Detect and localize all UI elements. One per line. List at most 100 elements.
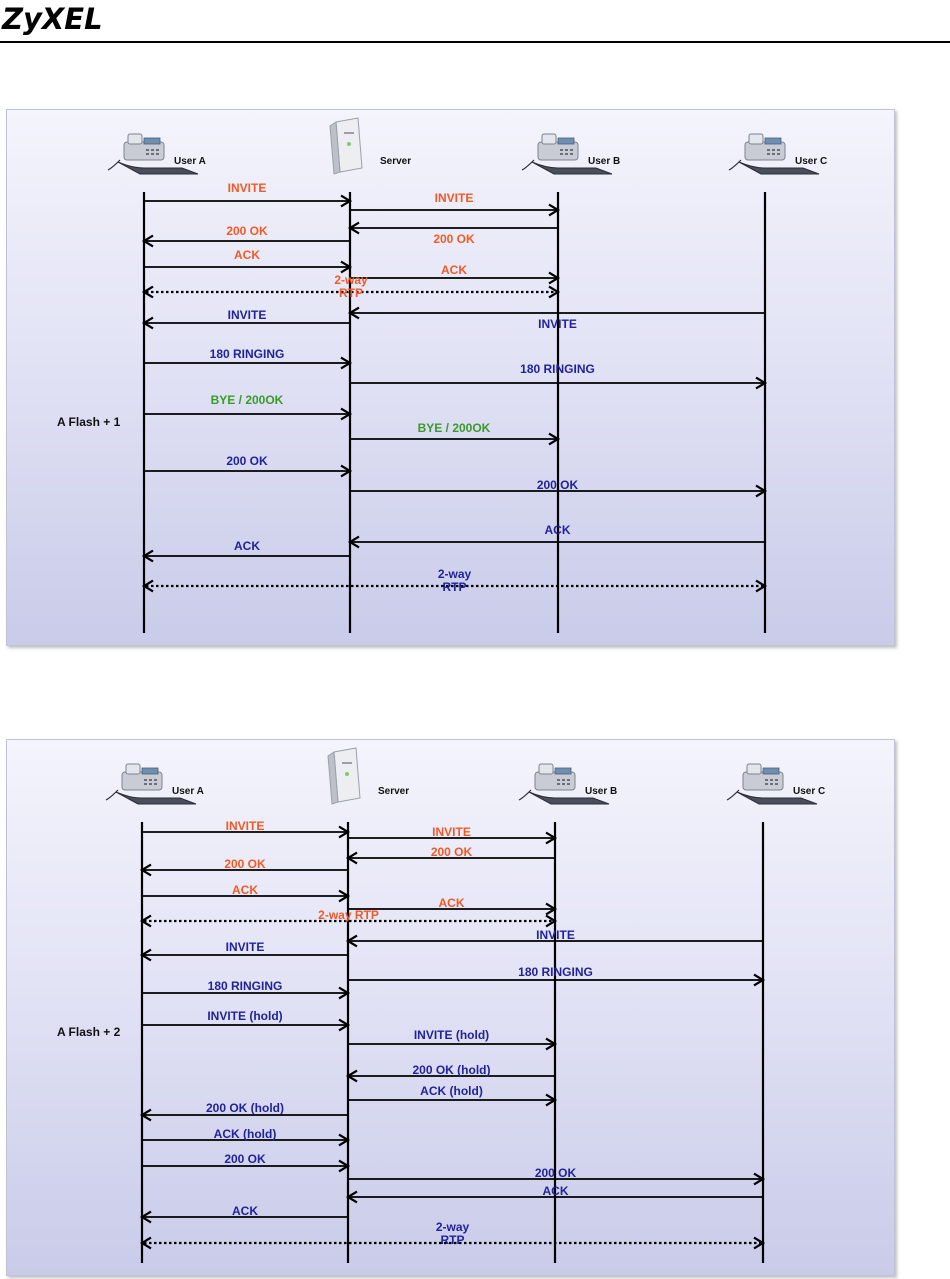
message-arrow: 200 OK bbox=[347, 221, 558, 246]
message-label: ACK bbox=[232, 883, 258, 897]
message-arrow: INVITE bbox=[347, 306, 765, 331]
message-arrow: 200 OK bbox=[348, 1166, 766, 1186]
message-arrow: ACK bbox=[348, 896, 558, 916]
desk-phone-icon bbox=[726, 763, 818, 805]
message-arrow: 200 OK bbox=[345, 845, 555, 865]
message-arrow: 200 OK (hold) bbox=[139, 1101, 348, 1122]
message-arrow: 200 OK bbox=[144, 454, 353, 478]
message-arrow: ACK bbox=[350, 263, 561, 285]
message-arrow: 200 OK bbox=[139, 857, 348, 877]
message-label: ACK bbox=[234, 248, 260, 262]
participant-label: User B bbox=[588, 156, 620, 167]
participant-label: User A bbox=[172, 786, 204, 797]
message-label: ACK (hold) bbox=[214, 1127, 277, 1141]
participant-label: User B bbox=[585, 786, 617, 797]
message-arrow: INVITE bbox=[139, 940, 348, 962]
message-arrow: 180 RINGING bbox=[142, 979, 351, 1000]
message-label: ACK bbox=[441, 263, 467, 277]
participant-label: Server bbox=[378, 786, 409, 797]
desk-phone-icon bbox=[105, 763, 197, 805]
message-arrow: 180 RINGING bbox=[348, 965, 766, 987]
message-arrow: INVITE bbox=[348, 825, 558, 845]
message-label: 2-way RTP bbox=[318, 908, 379, 922]
participant-label: User C bbox=[793, 786, 825, 797]
message-label: INVITE bbox=[226, 940, 265, 954]
message-arrow: 180 RINGING bbox=[350, 362, 768, 390]
message-arrow: ACK bbox=[141, 539, 350, 563]
participant-b: User B bbox=[518, 763, 617, 1263]
message-arrow: 200 OK bbox=[350, 478, 768, 498]
desk-phone-icon bbox=[521, 133, 613, 175]
message-label: 200 OK bbox=[537, 478, 579, 492]
message-label: ACK bbox=[232, 1204, 258, 1218]
message-arrow: 180 RINGING bbox=[144, 347, 353, 370]
side-note: A Flash + 2 bbox=[57, 1025, 121, 1039]
message-label: INVITE bbox=[435, 191, 474, 205]
desk-phone-icon bbox=[728, 133, 820, 175]
message-label: ACK bbox=[543, 1184, 569, 1198]
message-label: 200 OK bbox=[226, 224, 268, 238]
message-arrow: INVITE (hold) bbox=[348, 1028, 558, 1051]
message-label: ACK (hold) bbox=[420, 1084, 483, 1098]
message-arrow: BYE / 200OK bbox=[350, 421, 561, 446]
message-label: 200 OK bbox=[226, 454, 268, 468]
message-label: ACK bbox=[439, 896, 465, 910]
participant-c: User C bbox=[728, 133, 827, 633]
participant-b: User B bbox=[521, 133, 620, 633]
message-arrow: INVITE bbox=[142, 819, 351, 839]
message-label: BYE / 200OK bbox=[211, 393, 284, 407]
message-arrow: 200 OK bbox=[141, 224, 350, 248]
participant-label: Server bbox=[380, 156, 411, 167]
message-arrow: INVITE bbox=[144, 181, 353, 208]
message-label: ACK bbox=[545, 523, 571, 537]
server-tower-icon bbox=[327, 747, 361, 805]
message-label: 200 OK (hold) bbox=[412, 1063, 490, 1077]
message-label: INVITE bbox=[228, 181, 267, 195]
message-label: INVITE (hold) bbox=[207, 1009, 282, 1023]
participant-label: User C bbox=[795, 156, 827, 167]
message-arrow: ACK bbox=[347, 523, 765, 549]
message-label: INVITE bbox=[538, 317, 577, 331]
message-label: 200 OK bbox=[224, 1152, 266, 1166]
message-arrow: ACK (hold) bbox=[348, 1084, 558, 1107]
message-arrow: 200 OK bbox=[142, 1152, 351, 1173]
message-label: 200 OK bbox=[224, 857, 266, 871]
message-arrow: INVITE bbox=[345, 928, 763, 948]
server-tower-icon bbox=[329, 117, 363, 175]
message-arrow: ACK bbox=[139, 1204, 348, 1224]
message-label: 180 RINGING bbox=[518, 965, 593, 979]
message-arrow: ACK (hold) bbox=[142, 1127, 351, 1147]
participant-s: Server bbox=[329, 117, 411, 633]
sequence-diagram-svg: User A Server User B User C A Flash + 2 INVIT… bbox=[57, 747, 825, 1263]
message-arrow: 2-way RTP bbox=[139, 908, 558, 928]
message-arrow: ACK bbox=[142, 883, 351, 903]
message-label: 200 OK bbox=[535, 1166, 577, 1180]
message-label: INVITE (hold) bbox=[414, 1028, 489, 1042]
message-label: 200 OK bbox=[433, 232, 475, 246]
side-note: A Flash + 1 bbox=[57, 415, 121, 429]
message-arrow: INVITE bbox=[350, 191, 561, 217]
message-arrow: ACK bbox=[144, 248, 353, 274]
message-label: INVITE bbox=[536, 928, 575, 942]
participant-s: Server bbox=[327, 747, 409, 1263]
message-label: INVITE bbox=[226, 819, 265, 833]
message-label: 200 OK bbox=[431, 845, 473, 859]
message-label: INVITE bbox=[432, 825, 471, 839]
message-arrow: ACK bbox=[345, 1184, 763, 1204]
sip-diagram-flash-2: User A Server User B User C A Flash + 2 INVIT… bbox=[6, 739, 895, 1276]
zyxel-logo: ZyXEL bbox=[2, 2, 103, 36]
message-arrow: 200 OK (hold) bbox=[345, 1063, 555, 1083]
message-arrow: INVITE bbox=[141, 308, 350, 330]
message-label: 180 RINGING bbox=[210, 347, 285, 361]
message-arrow: INVITE (hold) bbox=[142, 1009, 351, 1032]
message-label: 180 RINGING bbox=[520, 362, 595, 376]
desk-phone-icon bbox=[107, 133, 199, 175]
